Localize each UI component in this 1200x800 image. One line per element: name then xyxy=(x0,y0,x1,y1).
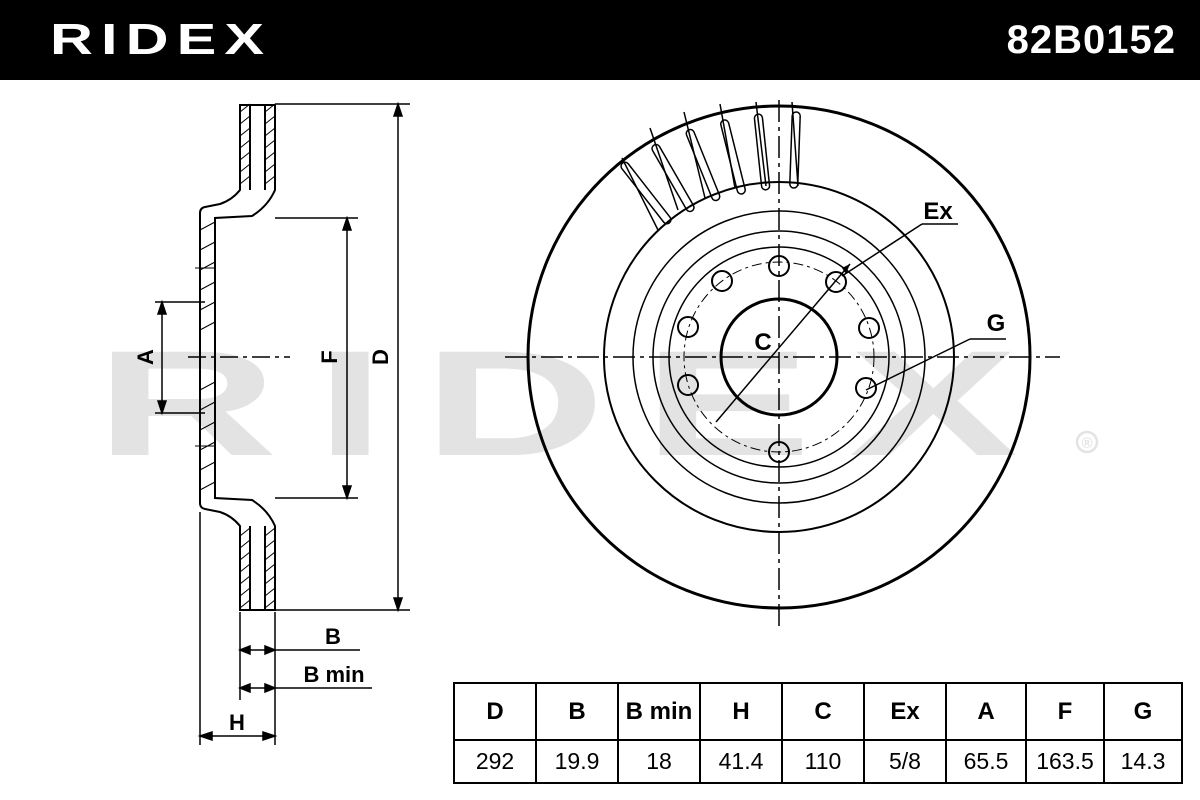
front-view xyxy=(505,100,1060,630)
cut-lines xyxy=(621,101,799,231)
watermark: RIDEX ® xyxy=(95,319,1099,487)
bolt-hole xyxy=(711,270,733,292)
spec-header-F: F xyxy=(1025,682,1105,741)
spec-header-B: B xyxy=(535,682,619,741)
dim-A-arrow xyxy=(156,299,168,416)
leader-C xyxy=(715,263,851,423)
spec-value-row: 292 19.9 18 41.4 110 5/8 65.5 163.5 14.3 xyxy=(453,739,1183,784)
spec-value-A: 65.5 xyxy=(945,739,1027,784)
dim-H-arrow xyxy=(197,730,278,742)
spec-value-F: 163.5 xyxy=(1025,739,1105,784)
watermark-text: RIDEX xyxy=(95,319,1055,487)
spec-value-D: 292 xyxy=(453,739,537,784)
dim-D-arrow xyxy=(392,101,404,613)
leader-G xyxy=(865,338,971,391)
cooling-vent xyxy=(720,119,746,195)
header-bar: RIDEX 82B0152 xyxy=(0,0,1200,80)
leader-Ex xyxy=(841,223,923,277)
bolt-hole xyxy=(855,377,877,399)
spec-value-C: 110 xyxy=(781,739,865,784)
spec-value-B-min: 18 xyxy=(617,739,701,784)
dim-F-arrow xyxy=(341,215,353,501)
label-Ex: Ex xyxy=(923,198,953,225)
label-D: D xyxy=(368,349,393,365)
part-number: 82B0152 xyxy=(1006,18,1176,62)
spec-value-G: 14.3 xyxy=(1103,739,1183,784)
spec-value-H: 41.4 xyxy=(699,739,783,784)
spec-header-C: C xyxy=(781,682,865,741)
spec-value-Ex: 5/8 xyxy=(863,739,947,784)
spec-header-A: A xyxy=(945,682,1027,741)
cooling-vent xyxy=(651,143,695,213)
registered-mark-circle xyxy=(1075,430,1099,454)
cooling-vent xyxy=(620,161,672,225)
label-C: C xyxy=(754,329,771,356)
cooling-vent xyxy=(789,111,801,189)
label-F: F xyxy=(317,350,342,363)
spec-value-B: 19.9 xyxy=(535,739,619,784)
label-A: A xyxy=(133,349,158,365)
spec-header-Ex: Ex xyxy=(863,682,947,741)
brand-logo: RIDEX xyxy=(50,15,273,64)
label-B: B xyxy=(325,624,341,649)
bolt-hole xyxy=(677,374,699,396)
label-H: H xyxy=(229,710,245,735)
spec-header-B-min: B min xyxy=(617,682,701,741)
side-view xyxy=(188,103,290,611)
dim-B-arrow xyxy=(237,644,278,656)
bolt-hole xyxy=(825,271,847,293)
label-G: G xyxy=(987,310,1006,337)
spec-header-D: D xyxy=(453,682,537,741)
registered-mark: ® xyxy=(1081,435,1092,452)
bolt-hole xyxy=(677,316,699,338)
cooling-vents xyxy=(620,101,801,231)
spec-header-row: D B B min H C Ex A F G xyxy=(453,682,1183,741)
side-view-outline xyxy=(199,104,276,611)
spec-header-G: G xyxy=(1103,682,1183,741)
spec-header-H: H xyxy=(699,682,783,741)
vent-hatching xyxy=(239,103,276,609)
leader-C-arrow xyxy=(842,264,850,274)
dim-Bmin-arrow xyxy=(237,682,278,694)
spec-table: D B B min H C Ex A F G 292 19.9 18 41.4 … xyxy=(453,682,1183,784)
bolt-hole xyxy=(858,317,880,339)
technical-drawing: RIDEX ® xyxy=(95,100,1099,745)
label-B-min: B min xyxy=(303,662,364,687)
side-dimensions xyxy=(155,101,410,745)
